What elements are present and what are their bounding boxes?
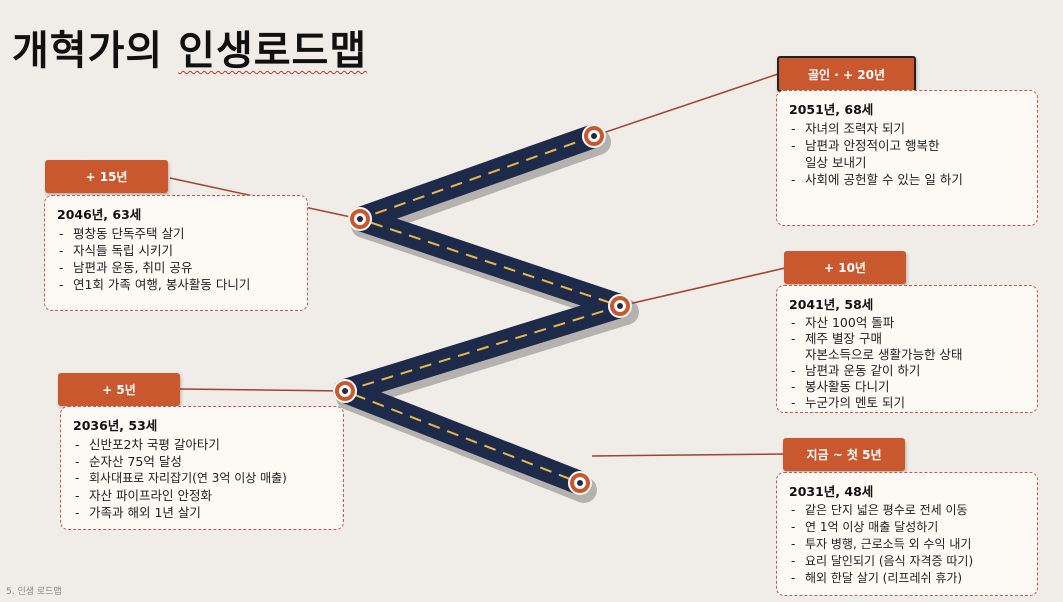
list-item: 봉사활동 다니기	[789, 379, 1025, 395]
marker-10y	[608, 294, 632, 318]
milestone-heading: 2041년, 58세	[789, 297, 874, 312]
list-item: 남편과 안정적이고 행복한	[789, 137, 1025, 154]
milestone-heading: 2051년, 68세	[789, 102, 874, 117]
milestone-badge-5y: + 5년	[58, 373, 180, 406]
marker-now	[568, 471, 592, 495]
marker-5y	[333, 379, 357, 403]
marker-15y	[348, 207, 372, 231]
milestone-heading: 2031년, 48세	[789, 484, 874, 499]
list-item: 남편과 운동 같이 하기	[789, 363, 1025, 379]
list-item: 평창동 단독주택 살기	[57, 225, 295, 242]
milestone-list: 자산 100억 돌파 제주 별장 구매 자본소득으로 생활가능한 상태 남편과 …	[789, 315, 1025, 411]
milestone-list: 평창동 단독주택 살기 자식들 독립 시키기 남편과 운동, 취미 공유 연1회…	[57, 225, 295, 293]
list-item: 남편과 운동, 취미 공유	[57, 259, 295, 276]
milestone-badge-goal: 골인 · + 20년	[777, 56, 916, 92]
list-item: 사회에 공헌할 수 있는 일 하기	[789, 171, 1025, 188]
list-item: 연 1억 이상 매출 달성하기	[789, 519, 1025, 536]
list-item: 자식들 독립 시키기	[57, 242, 295, 259]
milestone-card-15y: 2046년, 63세 평창동 단독주택 살기 자식들 독립 시키기 남편과 운동…	[44, 195, 308, 311]
list-item: 제주 별장 구매	[789, 331, 1025, 347]
milestone-list: 자녀의 조력자 되기 남편과 안정적이고 행복한 일상 보내기 사회에 공헌할 …	[789, 120, 1025, 188]
marker-goal	[582, 124, 606, 148]
list-item: 회사대표로 자리잡기(연 3억 이상 매출)	[73, 470, 331, 487]
list-item: 신반포2차 국평 갈아타기	[73, 436, 331, 453]
road-lane-dash	[344, 135, 621, 484]
list-item: 투자 병행, 근로소득 외 수익 내기	[789, 536, 1025, 553]
list-item: 연1회 가족 여행, 봉사활동 다니기	[57, 276, 295, 293]
list-item: 자녀의 조력자 되기	[789, 120, 1025, 137]
milestone-badge-15y: + 15년	[45, 160, 168, 193]
milestone-badge-now: 지금 ~ 첫 5년	[783, 438, 905, 471]
milestone-list: 같은 단지 넓은 평수로 전세 이동 연 1억 이상 매출 달성하기 투자 병행…	[789, 502, 1025, 587]
title-part1: 개혁가의	[12, 28, 179, 74]
list-item: 해외 한달 살기 (리프레쉬 휴가)	[789, 570, 1025, 587]
milestone-list: 신반포2차 국평 갈아타기 순자산 75억 달성 회사대표로 자리잡기(연 3억…	[73, 436, 331, 521]
list-item: 같은 단지 넓은 평수로 전세 이동	[789, 502, 1025, 519]
list-item: 자산 100억 돌파	[789, 315, 1025, 331]
list-item: 일상 보내기	[805, 155, 867, 170]
list-item: 자본소득으로 생활가능한 상태	[805, 347, 963, 362]
milestone-card-goal: 2051년, 68세 자녀의 조력자 되기 남편과 안정적이고 행복한 일상 보…	[776, 90, 1038, 226]
connector-line-10y	[619, 267, 786, 307]
connector-line-5y	[179, 388, 346, 392]
list-item: 자산 파이프라인 안정화	[73, 487, 331, 504]
milestone-card-10y: 2041년, 58세 자산 100억 돌파 제주 별장 구매 자본소득으로 생활…	[776, 285, 1038, 413]
milestone-heading: 2036년, 53세	[73, 418, 158, 433]
list-item: 순자산 75억 달성	[73, 453, 331, 470]
road-shadow	[336, 129, 639, 503]
milestone-card-5y: 2036년, 53세 신반포2차 국평 갈아타기 순자산 75억 달성 회사대표…	[60, 406, 344, 530]
milestone-card-now: 2031년, 48세 같은 단지 넓은 평수로 전세 이동 연 1억 이상 매출…	[776, 472, 1038, 596]
milestone-badge-10y: + 10년	[784, 251, 906, 284]
list-item: 누군가의 멘토 되기	[789, 395, 1025, 411]
list-item: 요리 달인되기 (음식 자격증 따기)	[789, 553, 1025, 570]
milestone-heading: 2046년, 63세	[57, 207, 142, 222]
title-part2: 인생로드맵	[178, 28, 368, 74]
page-title: 개혁가의 인생로드맵	[12, 18, 367, 76]
connector-line-goal	[593, 73, 779, 137]
connector-line-now	[591, 453, 786, 457]
road-body	[333, 124, 632, 495]
list-item: 가족과 해외 1년 살기	[73, 504, 331, 521]
footer-label: 5. 인생 로드맵	[6, 587, 62, 597]
